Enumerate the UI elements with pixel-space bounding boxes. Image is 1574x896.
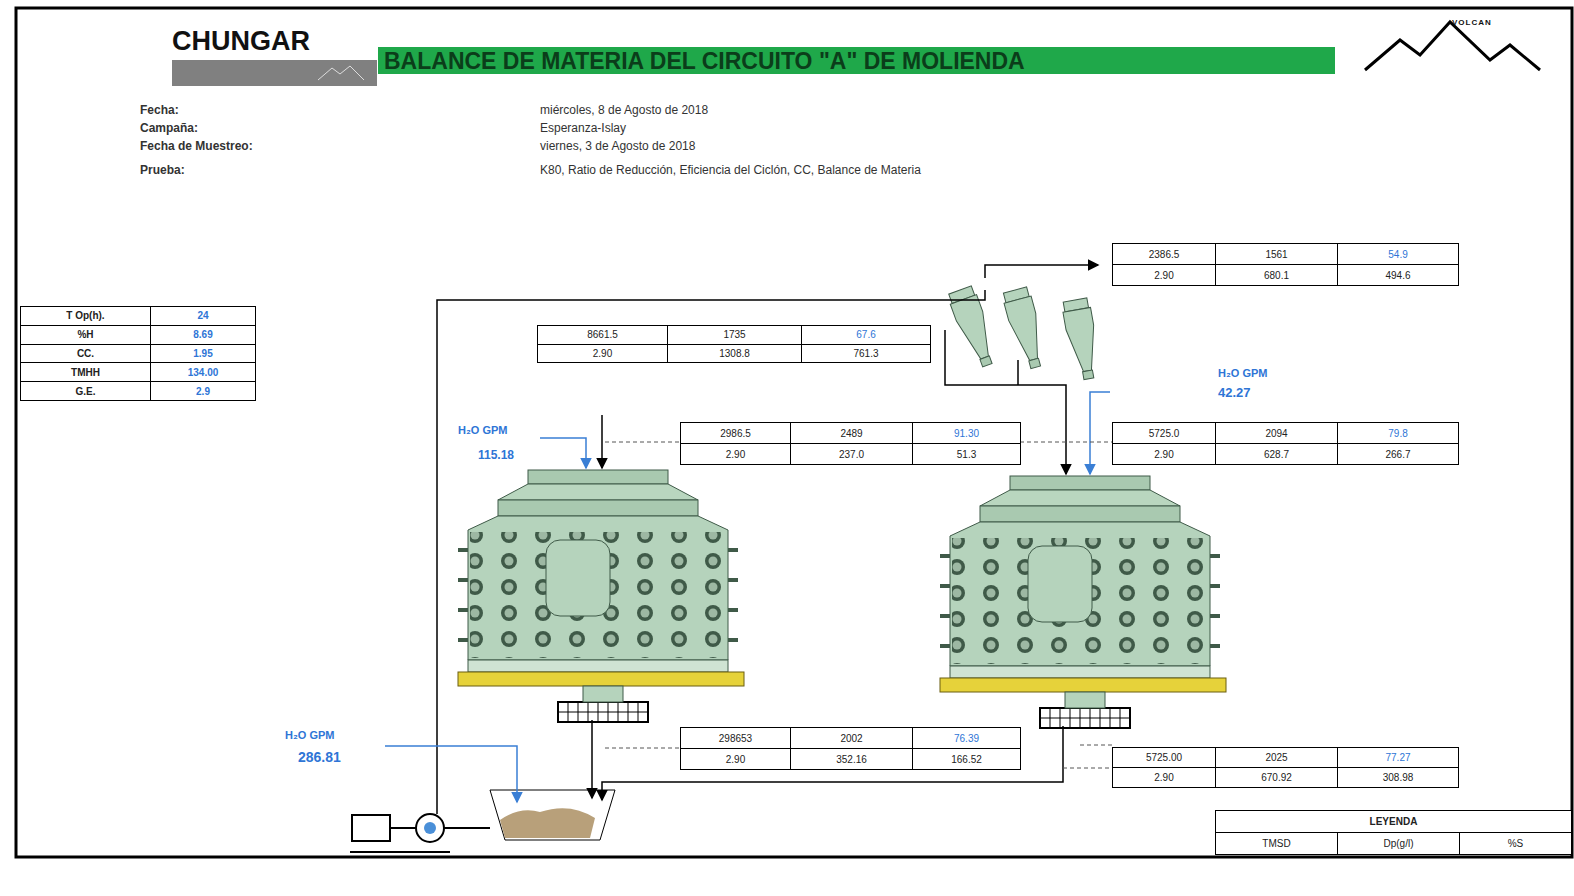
table-cell: Dp(g/l) xyxy=(1338,833,1460,855)
table-cell: 670.92 xyxy=(1216,768,1338,788)
table-cell: TMSD xyxy=(1216,833,1338,855)
info-label: Campaña: xyxy=(140,121,198,135)
table-cell: 2.90 xyxy=(1113,768,1216,788)
stream-table: 8661.5173567.6 2.901308.8761.3 xyxy=(537,325,931,363)
table-cell: 628.7 xyxy=(1216,444,1338,465)
table-cell: 1735 xyxy=(668,326,802,345)
company-name: CHUNGAR xyxy=(172,26,310,57)
table-cell: 51.3 xyxy=(913,444,1021,465)
table-cell: 2.90 xyxy=(538,345,668,364)
info-label: Fecha: xyxy=(140,103,179,117)
stream-table: 2986.5248991.30 2.90237.051.3 xyxy=(680,422,1021,465)
water-value: 115.18 xyxy=(478,448,514,462)
table-cell: G.E. xyxy=(21,382,151,401)
table-cell: TMHH xyxy=(21,363,151,382)
table-cell: 1.95 xyxy=(151,345,256,364)
table-cell: 2489 xyxy=(791,423,913,444)
table-cell: 24 xyxy=(151,307,256,326)
stream-table: 5725.0209479.8 2.90628.7266.7 xyxy=(1112,422,1459,465)
param-table: T Op(h).24%H8.69CC.1.95TMHH134.00G.E.2.9 xyxy=(20,306,256,401)
table-cell: 308.98 xyxy=(1338,768,1459,788)
table-cell: 2025 xyxy=(1216,748,1338,768)
table-cell: 2.90 xyxy=(1113,444,1216,465)
table-cell: 79.8 xyxy=(1338,423,1459,444)
stream-table: 5725.00202577.27 2.90670.92308.98 xyxy=(1112,747,1459,788)
table-cell: 298653 xyxy=(681,728,791,749)
table-cell: 2386.5 xyxy=(1113,244,1216,265)
legend-table: LEYENDATMSDDp(g/l)%S xyxy=(1215,810,1572,855)
table-cell: T Op(h). xyxy=(21,307,151,326)
table-cell: 5725.00 xyxy=(1113,748,1216,768)
table-cell: 2.9 xyxy=(151,382,256,401)
table-cell: %S xyxy=(1460,833,1572,855)
table-cell: 2.90 xyxy=(681,444,791,465)
table-cell: 5725.0 xyxy=(1113,423,1216,444)
table-cell: 2986.5 xyxy=(681,423,791,444)
table-cell: 761.3 xyxy=(802,345,931,364)
table-cell: 352.16 xyxy=(791,749,913,770)
water-value: 42.27 xyxy=(1218,385,1251,400)
table-cell: 1561 xyxy=(1216,244,1338,265)
table-cell: 2.90 xyxy=(681,749,791,770)
table-cell: 67.6 xyxy=(802,326,931,345)
info-value: miércoles, 8 de Agosto de 2018 xyxy=(540,103,708,117)
table-cell: LEYENDA xyxy=(1216,811,1572,833)
stream-table: 2386.5156154.9 2.90680.1494.6 xyxy=(1112,243,1459,286)
diagram-title: BALANCE DE MATERIA DEL CIRCUITO "A" DE M… xyxy=(384,48,1025,75)
table-cell: 134.00 xyxy=(151,363,256,382)
table-cell: 77.27 xyxy=(1338,748,1459,768)
table-cell: 8.69 xyxy=(151,326,256,345)
table-cell: 91.30 xyxy=(913,423,1021,444)
water-label: H₂O GPM xyxy=(458,424,508,436)
table-cell: CC. xyxy=(21,345,151,364)
table-cell: 8661.5 xyxy=(538,326,668,345)
table-cell: 680.1 xyxy=(1216,265,1338,286)
table-cell: 76.39 xyxy=(913,728,1021,749)
table-cell: 2094 xyxy=(1216,423,1338,444)
stream-table: 298653200276.39 2.90352.16166.52 xyxy=(680,727,1021,770)
water-label: H₂O GPM xyxy=(1218,367,1268,379)
water-value: 286.81 xyxy=(298,749,341,765)
table-cell: 166.52 xyxy=(913,749,1021,770)
table-cell: 237.0 xyxy=(791,444,913,465)
table-cell: 2002 xyxy=(791,728,913,749)
table-cell: 1308.8 xyxy=(668,345,802,364)
table-cell: %H xyxy=(21,326,151,345)
table-cell: 494.6 xyxy=(1338,265,1459,286)
info-value: viernes, 3 de Agosto de 2018 xyxy=(540,139,695,153)
table-cell: 2.90 xyxy=(1113,265,1216,286)
info-label: Prueba: xyxy=(140,163,185,177)
logo-text: VOLCAN xyxy=(1452,18,1492,27)
water-label: H₂O GPM xyxy=(285,729,335,741)
table-cell: 266.7 xyxy=(1338,444,1459,465)
info-value: K80, Ratio de Reducción, Eficiencia del … xyxy=(540,163,921,177)
info-value: Esperanza-Islay xyxy=(540,121,626,135)
table-cell: 54.9 xyxy=(1338,244,1459,265)
info-label: Fecha de Muestreo: xyxy=(140,139,253,153)
